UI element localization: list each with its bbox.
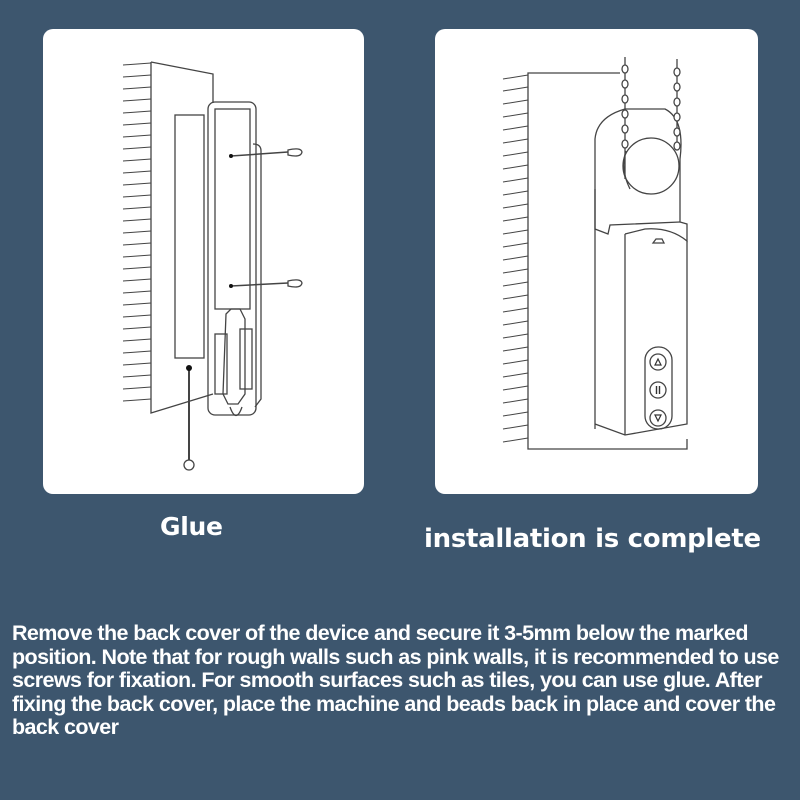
caption-glue: Glue (160, 512, 223, 541)
caption-installation-complete: installation is complete (424, 524, 761, 554)
illustration-card-glue (43, 29, 364, 494)
installed-device-illustration (502, 57, 688, 450)
back-cover-mounting-illustration (122, 61, 303, 471)
pause-icon (655, 386, 661, 394)
illustration-card-complete (435, 29, 758, 494)
down-icon (654, 414, 662, 423)
up-icon (654, 357, 662, 366)
installation-instructions: Remove the back cover of the device and … (12, 621, 779, 739)
